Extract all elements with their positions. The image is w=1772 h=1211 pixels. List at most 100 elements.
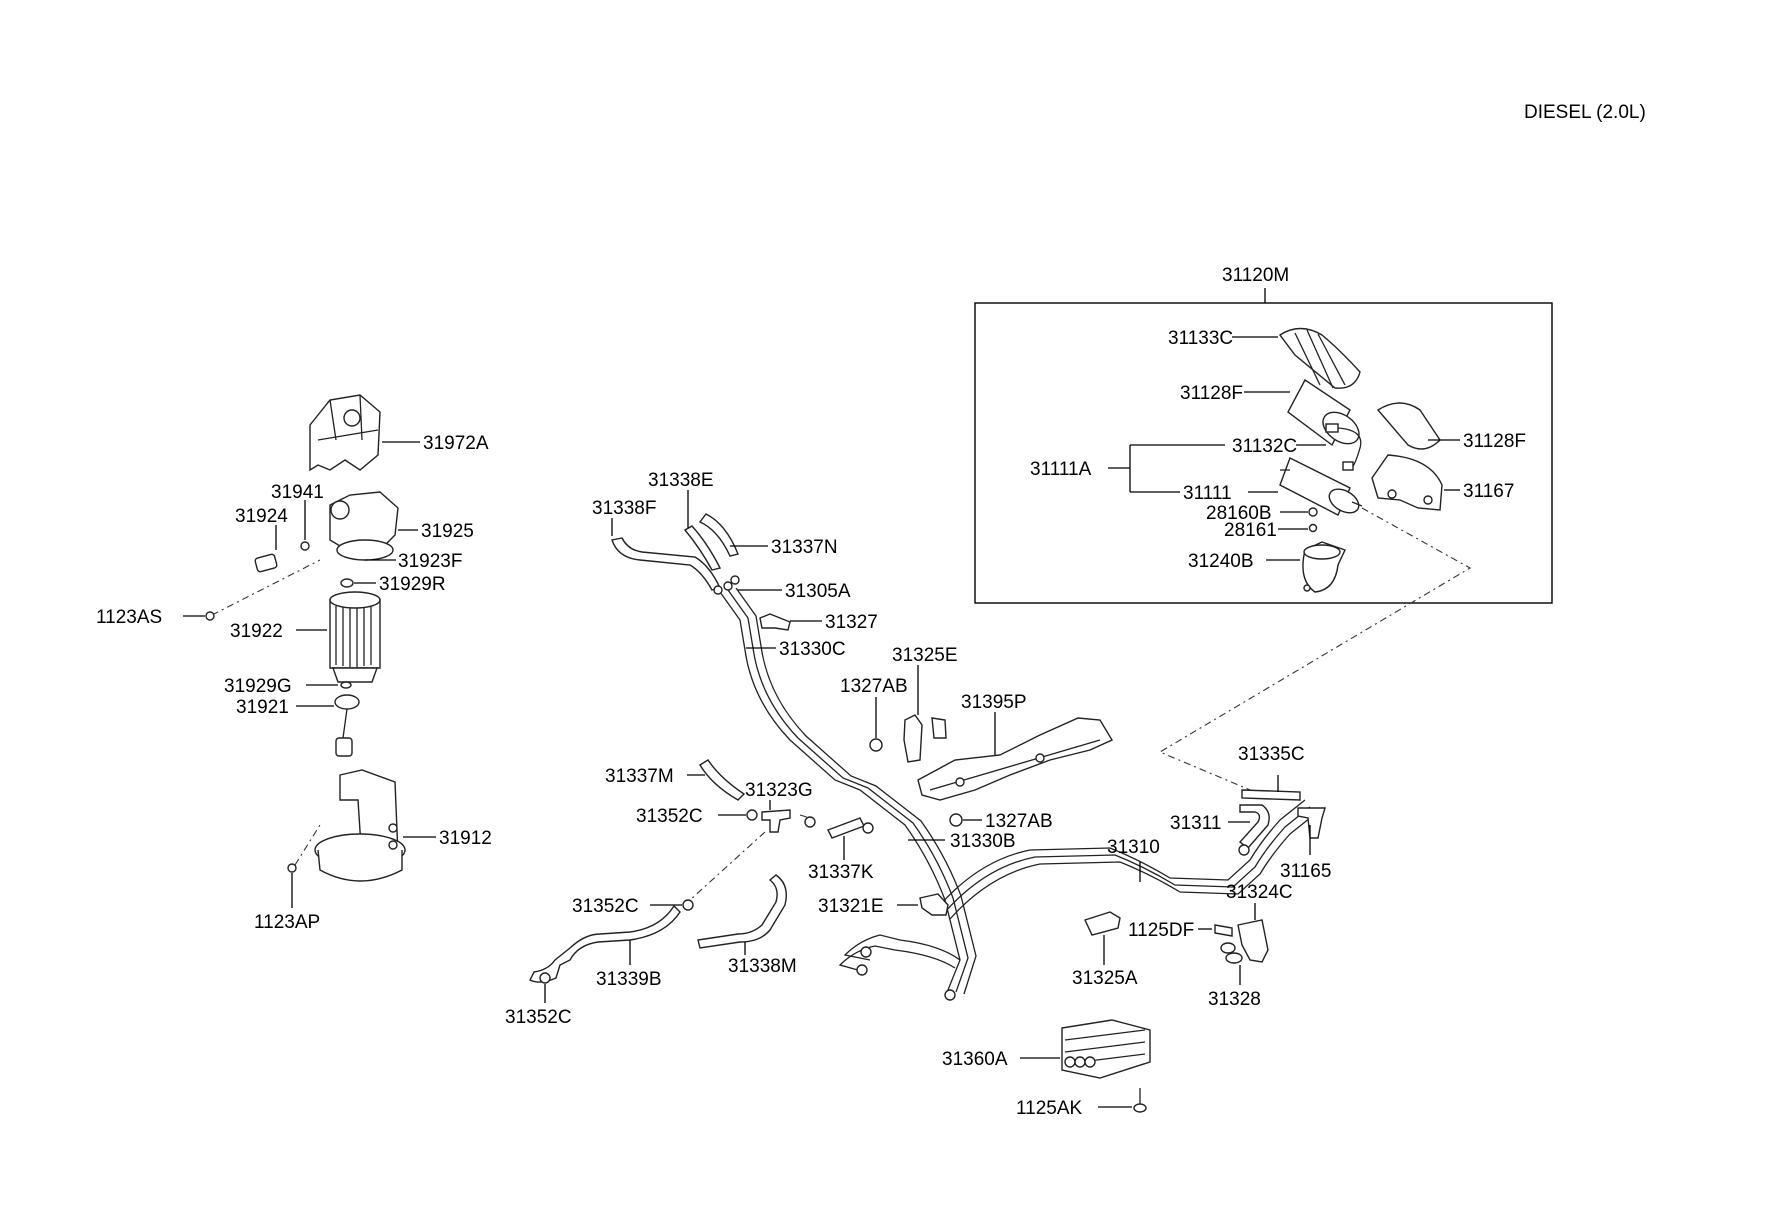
fuel-line-31330C [719,591,961,991]
label-31111: 31111 [1183,483,1232,504]
hose-31338E-part [683,525,722,571]
hose-31335C-part [1241,789,1301,801]
label-31128F-b: 31128F [1463,431,1526,452]
bolt-1125DF-part [1214,924,1233,937]
label-31921: 31921 [236,697,289,718]
label-31120M: 31120M [1222,265,1289,286]
washer-part [300,541,310,551]
label-31338F: 31338F [592,498,656,519]
clip-31325A-part [1084,911,1121,936]
hose-31337M-part [699,759,746,801]
plug-part [254,553,278,573]
label-31339B: 31339B [596,969,662,990]
label-31337M: 31337M [605,766,674,787]
diagram-title: DIESEL (2.0L) [1524,102,1646,123]
label-31923F: 31923F [398,551,462,572]
grommet-31328-part [1220,942,1243,964]
label-28160B: 28160B [1206,503,1272,524]
o-ring-upper [340,578,354,588]
label-1123AP: 1123AP [254,912,320,933]
label-1327AB-a: 1327AB [840,676,908,697]
hose-31337N-part [698,513,739,557]
tee-31323G-part [761,809,791,833]
o-ring-lower [340,681,352,689]
filter-bracket-part [314,769,406,882]
clamp-31352C-c-part [539,972,551,984]
label-31323G: 31323G [745,780,813,801]
label-31360A: 31360A [942,1049,1008,1070]
protector-31395P-part [917,717,1114,801]
kit-box [974,302,1553,604]
label-31929R: 31929R [379,574,446,595]
label-31929G: 31929G [224,676,292,697]
fuel-filter-part [1279,457,1363,516]
filter-element-part [1287,378,1360,447]
label-31337K: 31337K [808,862,874,883]
bolt-1123AS-part [205,611,215,621]
filter-shell-part [1376,402,1441,450]
label-31330C: 31330C [779,639,846,660]
hose-31338M-part [697,874,788,949]
label-31111A: 31111A [1030,459,1092,480]
label-31925: 31925 [421,521,474,542]
clip-31327-part [759,613,791,631]
nut-1327AB-b-part [949,813,963,827]
fuel-lines-group: 31338F 31338E 31337N 31305A 31327 [505,470,1331,1119]
hose-31311-part [1238,804,1270,849]
label-31325A: 31325A [1072,968,1138,989]
clamp-31352C-a-part [746,809,758,821]
filter-clamp-part [1302,541,1346,593]
label-31310: 31310 [1107,837,1160,858]
clip-31321E-part [919,893,949,916]
nut-28160B-part [1308,507,1318,517]
sensor-wire-part [1325,423,1362,471]
label-31321E: 31321E [818,896,884,917]
label-31395P: 31395P [961,692,1027,713]
label-31324C: 31324C [1226,882,1293,903]
label-31912: 31912 [439,828,492,849]
label-31325E: 31325E [892,645,958,666]
fuel-filter-group: 31972A 31925 31924 31941 31923F 31929R 1… [96,394,492,933]
hose-31337K-part [827,817,865,839]
label-31941: 31941 [271,482,324,503]
label-1125AK: 1125AK [1016,1098,1083,1119]
label-31311: 31311 [1170,813,1221,834]
label-31352C-b: 31352C [572,896,639,917]
washer-28161-part [1308,523,1318,533]
filter-mount-bracket-part [1371,454,1443,511]
label-31128F-a: 31128F [1180,383,1243,404]
label-31338M: 31338M [728,956,797,977]
filter-cartridge-part [329,591,381,683]
label-31305A: 31305A [785,581,851,602]
fuel-line-31310 [939,799,1306,906]
label-31132C: 31132C [1232,436,1297,457]
tee-31165-part [1297,807,1326,839]
label-31167: 31167 [1463,481,1514,502]
label-31240B: 31240B [1188,551,1254,572]
label-31133C: 31133C [1168,328,1233,349]
label-31922: 31922 [230,621,283,642]
filter-cover-part [309,394,381,472]
label-31330B: 31330B [950,831,1016,852]
label-1125DF: 1125DF [1128,920,1194,941]
label-31972A: 31972A [423,433,489,454]
label-31337N: 31337N [771,537,838,558]
label-31352C-c: 31352C [505,1007,572,1028]
label-31328: 31328 [1208,989,1261,1010]
label-31335C: 31335C [1238,744,1305,765]
label-31352C-a: 31352C [636,806,703,827]
clip-31325E-part [903,714,947,763]
filter-kit-group: 31120M 31133C 31128F 31128F 31132C [974,265,1553,796]
bolt-1125AK-part [1133,1088,1147,1113]
bracket-31324C-part [1237,919,1269,963]
label-28161: 28161 [1224,520,1277,541]
label-31327: 31327 [825,612,878,633]
canister-31360A-part [1061,1019,1151,1079]
label-1327AB-b: 1327AB [985,811,1053,832]
label-1123AS: 1123AS [96,607,162,628]
label-31165: 31165 [1280,861,1331,882]
insulator-sleeve-part [1278,327,1361,389]
label-31338E: 31338E [648,470,714,491]
bolt-1123AP-part [287,863,297,873]
